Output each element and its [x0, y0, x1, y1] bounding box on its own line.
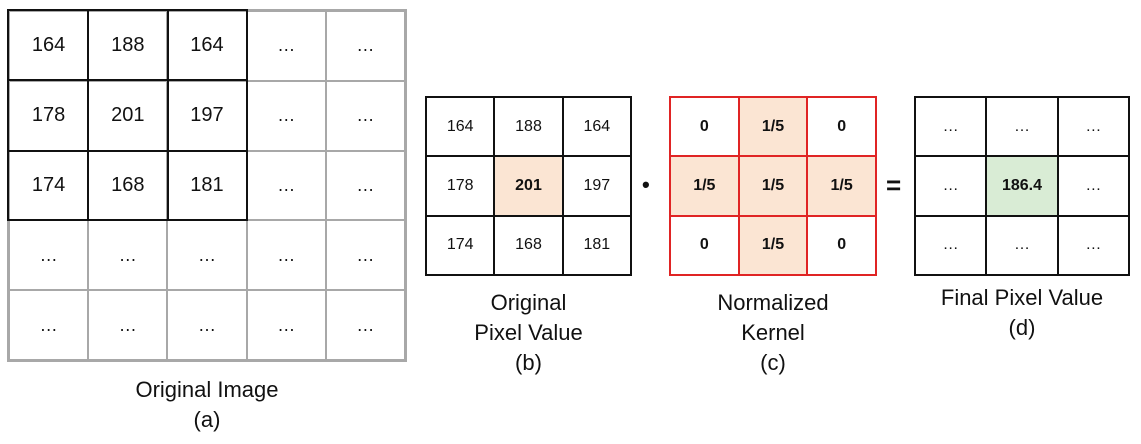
caption-line: (c): [760, 350, 786, 375]
pixel-cell: …: [986, 215, 1058, 275]
pixel-cell: …: [325, 11, 405, 81]
caption-final-pixel-value: Final Pixel Value (d): [914, 283, 1130, 343]
pixel-cell: 164: [167, 11, 247, 81]
kernel-cell: 1/5: [670, 156, 739, 216]
pixel-cell: …: [246, 11, 326, 81]
pixel-cell: 164: [562, 97, 631, 157]
pixel-cell: …: [9, 290, 89, 360]
pixel-cell: …: [1057, 97, 1129, 157]
pixel-cell: …: [325, 150, 405, 221]
kernel-cell: 1/5: [807, 156, 876, 216]
pixel-cell: 181: [562, 215, 631, 275]
pixel-cell: 201: [88, 80, 168, 151]
pixel-cell: …: [246, 150, 326, 221]
pixel-cell: 174: [9, 150, 89, 221]
caption-line: Final Pixel Value: [940, 285, 1104, 310]
normalized-kernel-grid: 0 1/5 0 1/5 1/5 1/5 0 1/5 0: [669, 96, 877, 276]
pixel-cell: 188: [88, 11, 168, 81]
pixel-cell: …: [246, 290, 326, 360]
pixel-cell: …: [246, 80, 326, 151]
pixel-cell: …: [167, 220, 247, 291]
pixel-cell: 164: [426, 97, 495, 157]
kernel-cell: 0: [807, 97, 876, 157]
equals-operator: =: [886, 170, 902, 200]
caption-original-pixel-value: Original Pixel Value (b): [425, 288, 632, 378]
pixel-cell: …: [325, 80, 405, 151]
pixel-cell: …: [325, 290, 405, 360]
kernel-cell: 0: [670, 97, 739, 157]
pixel-cell: 164: [9, 11, 89, 81]
caption-line: Pixel Value: [474, 320, 583, 345]
caption-line: Original Image: [135, 377, 279, 402]
pixel-cell: 188: [494, 97, 563, 157]
caption-line: Kernel: [741, 320, 805, 345]
kernel-cell: 1/5: [738, 156, 808, 216]
pixel-cell: 197: [562, 156, 631, 216]
pixel-cell: …: [167, 290, 247, 360]
pixel-cell: …: [915, 215, 987, 275]
pixel-cell: 178: [426, 156, 495, 216]
kernel-cell: 1/5: [738, 215, 808, 275]
multiply-operator: •: [642, 172, 650, 197]
caption-original-image: Original Image (a): [7, 375, 407, 435]
center-pixel-cell: 201: [494, 156, 563, 216]
pixel-cell: 168: [88, 150, 168, 221]
pixel-cell: …: [88, 220, 168, 291]
pixel-cell: …: [325, 220, 405, 291]
pixel-cell: …: [1057, 215, 1129, 275]
caption-line: (d): [1008, 315, 1036, 340]
pixel-cell: 174: [426, 215, 495, 275]
original-pixel-value-grid: 164 188 164 178 201 197 174 168 181: [425, 96, 632, 276]
pixel-cell: …: [986, 97, 1058, 157]
result-pixel-cell: 186.4: [986, 156, 1058, 216]
kernel-cell: 1/5: [738, 97, 808, 157]
kernel-cell: 0: [807, 215, 876, 275]
caption-line: (a): [193, 407, 221, 432]
pixel-cell: 168: [494, 215, 563, 275]
pixel-cell: …: [1057, 156, 1129, 216]
kernel-cell: 0: [670, 215, 739, 275]
pixel-cell: 178: [9, 80, 89, 151]
pixel-cell: …: [246, 220, 326, 291]
pixel-cell: …: [915, 97, 987, 157]
caption-normalized-kernel: Normalized Kernel (c): [669, 288, 877, 378]
pixel-cell: 197: [167, 80, 247, 151]
original-image-grid: 164 188 164 … … 178 201 197 … … 174 168 …: [7, 9, 407, 362]
pixel-cell: …: [915, 156, 987, 216]
pixel-cell: 181: [167, 150, 247, 221]
caption-line: Normalized: [717, 290, 829, 315]
caption-line: (b): [515, 350, 542, 375]
pixel-cell: …: [9, 220, 89, 291]
pixel-cell: …: [88, 290, 168, 360]
final-pixel-value-grid: … … … … 186.4 … … … …: [914, 96, 1130, 276]
caption-line: Original: [490, 290, 567, 315]
